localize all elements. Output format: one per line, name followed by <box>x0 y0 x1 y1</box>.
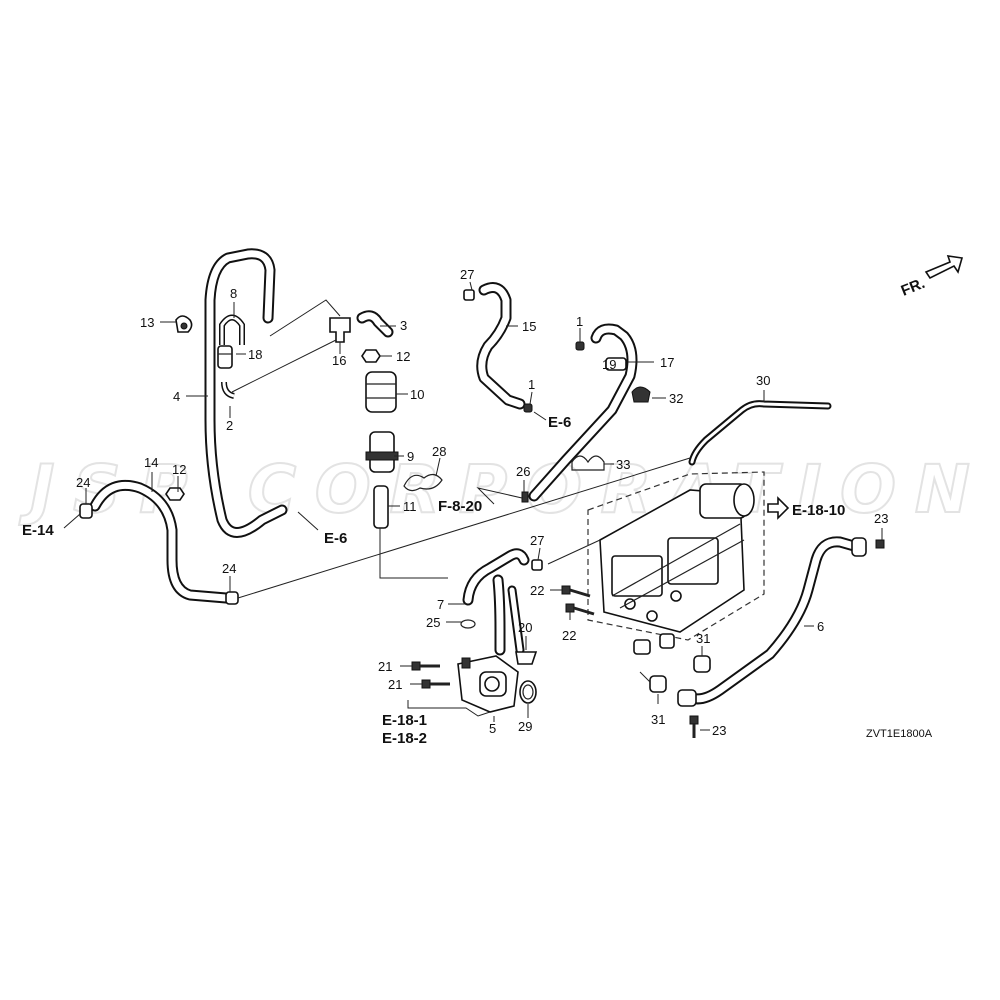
part-label: 16 <box>332 353 346 368</box>
bolt-23-upper <box>875 539 885 549</box>
part-label: 5 <box>489 721 496 736</box>
part-label: 18 <box>248 347 262 362</box>
part-label: 22 <box>530 583 544 598</box>
hose-14 <box>89 479 232 604</box>
part-label: 9 <box>407 449 414 464</box>
reference-label: E-18-10 <box>792 502 845 519</box>
part-label: 3 <box>400 318 407 333</box>
part-labels: 1 1 2 3 4 5 6 7 8 9 10 11 12 12 13 14 15… <box>76 267 888 738</box>
hose-3 <box>356 310 394 338</box>
reference-label: E-6 <box>324 530 347 547</box>
part-label: 32 <box>669 391 683 406</box>
part-label: 11 <box>403 499 417 514</box>
part-label: 14 <box>144 455 158 470</box>
clamp-24-left <box>79 503 93 519</box>
reference-labels: E-14 E-6 E-6 F-8-20 E-18-10 E-18-1 E-18-… <box>22 414 845 747</box>
drawing-code: ZVT1E1800A <box>866 728 933 740</box>
connector-19 <box>605 357 627 371</box>
part-label: 26 <box>516 464 530 479</box>
hose-17 <box>528 323 638 502</box>
ring-25 <box>460 619 476 629</box>
reference-label: F-8-20 <box>438 498 482 515</box>
clamp-27-lower <box>531 559 543 571</box>
part-label: 31 <box>696 631 710 646</box>
part-label: 8 <box>230 286 237 301</box>
part-label: 4 <box>173 389 180 404</box>
grommet-31-right <box>693 655 711 673</box>
bolt-23-lower <box>689 715 699 738</box>
part-label: 27 <box>530 533 544 548</box>
hose-6 <box>677 536 867 707</box>
reference-label: E-18-2 <box>382 730 427 747</box>
part-label: 24 <box>222 561 236 576</box>
bolt-21-lower <box>421 679 450 689</box>
o-ring-29 <box>519 680 537 704</box>
part-label: 15 <box>522 319 536 334</box>
clip-1-upper <box>575 341 585 351</box>
part-label: 2 <box>226 418 233 433</box>
hose-15 <box>476 282 526 410</box>
part-label: 30 <box>756 373 770 388</box>
reference-label: E-18-1 <box>382 712 427 729</box>
part-label: 23 <box>874 511 888 526</box>
reference-label: E-6 <box>548 414 571 431</box>
part-label: 23 <box>712 723 726 738</box>
tube-2 <box>221 381 235 399</box>
part-label: 7 <box>437 597 444 612</box>
part-label: 25 <box>426 615 440 630</box>
clip-12-upper <box>361 349 381 363</box>
clamp-13 <box>175 315 193 333</box>
reference-label: E-14 <box>22 522 54 539</box>
filter-9 <box>365 431 399 473</box>
joint-16 <box>329 317 351 343</box>
part-label: 29 <box>518 719 532 734</box>
part-label: 20 <box>518 620 532 635</box>
vapor-separator-assembly <box>587 471 765 655</box>
part-label: 31 <box>651 712 665 727</box>
part-label: 17 <box>660 355 674 370</box>
part-label: 27 <box>460 267 474 282</box>
part-label: 13 <box>140 315 154 330</box>
tube-8 <box>219 314 245 345</box>
part-label: 1 <box>576 314 583 329</box>
part-label: 21 <box>378 659 392 674</box>
part-label: 12 <box>172 462 186 477</box>
part-label: 1 <box>528 377 535 392</box>
part-label: 28 <box>432 444 446 459</box>
bolt-22-upper <box>561 585 591 598</box>
hose-7 <box>462 548 530 656</box>
part-label: 6 <box>817 619 824 634</box>
hose-4 <box>204 248 288 538</box>
clamp-24-lower <box>225 591 239 605</box>
pipe-30 <box>688 400 832 466</box>
clip-33 <box>571 455 605 471</box>
clip-28 <box>403 473 443 492</box>
front-arrow-icon <box>924 255 964 280</box>
clip-32 <box>631 386 651 403</box>
filter-18 <box>217 345 233 369</box>
part-label: 33 <box>616 457 630 472</box>
filter-10 <box>365 371 397 413</box>
seal-26 <box>521 491 529 503</box>
part-label: 10 <box>410 387 424 402</box>
clip-1-lower <box>523 403 533 413</box>
reference-arrow-icon <box>767 496 790 520</box>
part-label: 12 <box>396 349 410 364</box>
part-label: 22 <box>562 628 576 643</box>
grommet-31-lower <box>649 675 667 693</box>
part-label: 19 <box>602 357 616 372</box>
clip-12-lower <box>165 487 185 501</box>
part-label: 21 <box>388 677 402 692</box>
clamp-27-upper <box>463 289 475 301</box>
clip-20 <box>515 651 538 665</box>
leader-lines <box>63 281 883 731</box>
sleeve-11 <box>373 485 389 529</box>
bolt-21-upper <box>411 661 440 671</box>
part-label: 24 <box>76 475 90 490</box>
front-indicator-label: FR. <box>899 275 928 300</box>
fuel-pump-5 <box>457 655 519 713</box>
